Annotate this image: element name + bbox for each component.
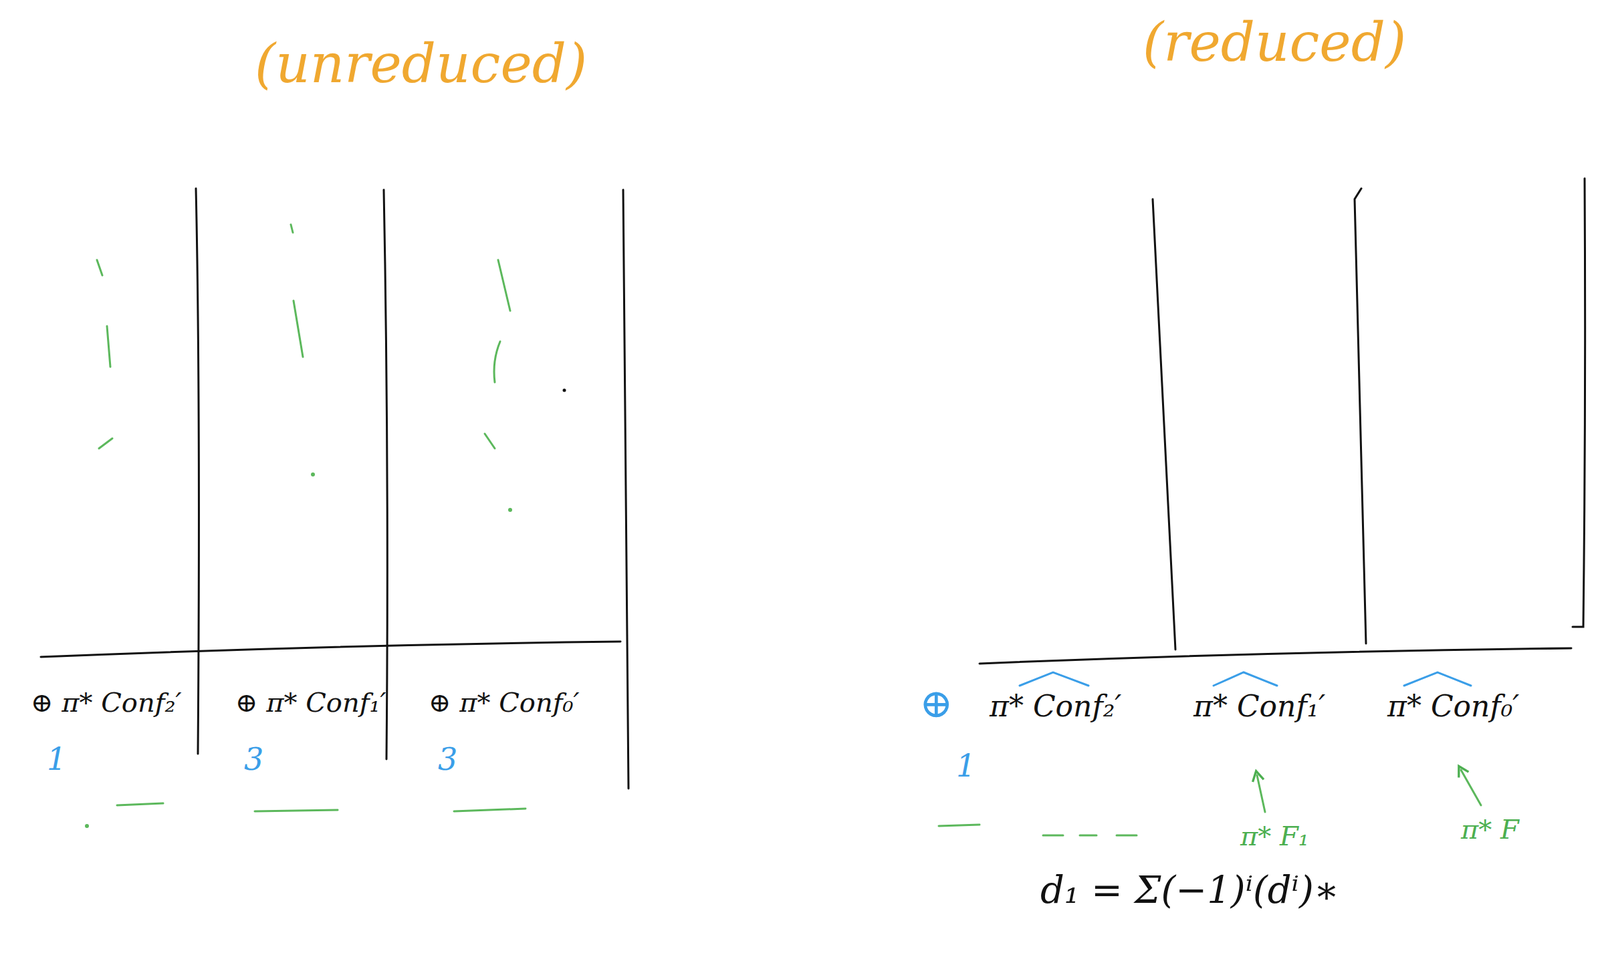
column-label: ⊕ π* Conf₁′ bbox=[235, 687, 387, 719]
green-marks bbox=[96, 224, 1481, 836]
grid-reduced bbox=[979, 178, 1586, 664]
count-number: 3 bbox=[244, 742, 264, 778]
arrow bbox=[1256, 775, 1266, 813]
column-line bbox=[1572, 178, 1586, 628]
count-number: 1 bbox=[956, 748, 976, 785]
filtration-label: π* F₁ bbox=[1240, 821, 1310, 852]
column-label: ⊕ π* Conf₀′ bbox=[428, 687, 580, 719]
green-dots bbox=[84, 472, 513, 829]
sum-symbol: ⊕ bbox=[919, 680, 953, 727]
column-label: π* Conf₀′ bbox=[1387, 690, 1520, 725]
count-number: 3 bbox=[437, 742, 458, 778]
column-label: ⊕ π* Conf₂′ bbox=[30, 687, 182, 719]
column-label: π* Conf₂′ bbox=[989, 690, 1122, 725]
column-line bbox=[383, 189, 388, 760]
column-line bbox=[1152, 199, 1176, 650]
formula: d₁ = Σ(−1)ⁱ(dⁱ)∗ bbox=[1040, 869, 1340, 912]
column-line bbox=[623, 189, 629, 789]
column-label: π* Conf₁′ bbox=[1193, 690, 1326, 725]
count-number: 1 bbox=[46, 742, 67, 778]
hat-marks bbox=[1019, 672, 1471, 687]
column-line bbox=[1354, 188, 1366, 644]
axis-line bbox=[979, 648, 1572, 664]
dot bbox=[562, 389, 567, 393]
arrow bbox=[1460, 770, 1481, 806]
column-line bbox=[195, 188, 199, 755]
axis-line bbox=[40, 641, 621, 658]
heading: (reduced) bbox=[1142, 12, 1407, 74]
filtration-label: π* F bbox=[1460, 814, 1520, 846]
heading: (unreduced) bbox=[254, 33, 588, 95]
